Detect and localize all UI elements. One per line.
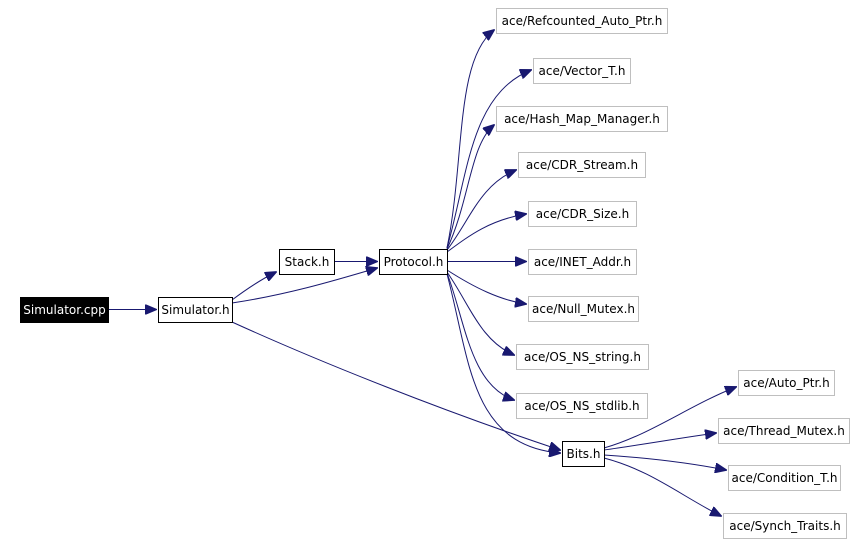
edge-protocol_h-to-osstdlib — [446, 272, 514, 400]
node-box — [528, 201, 637, 227]
node-osstring: ace/OS_NS_string.h — [516, 344, 649, 370]
node-bits-h[interactable]: Bits.h — [562, 441, 605, 467]
node-stack-h[interactable]: Stack.h — [279, 249, 335, 275]
node-label: ace/CDR_Size.h — [536, 207, 629, 221]
edge-bits_h-to-autoptr — [603, 387, 736, 449]
node-box — [516, 344, 649, 370]
edge-simulator_h-to-stack_h — [231, 272, 276, 301]
node-box — [379, 249, 448, 275]
node-box — [528, 296, 639, 322]
node-box — [533, 58, 631, 84]
node-box — [528, 249, 637, 275]
edge-bits_h-to-condition — [603, 454, 726, 470]
node-box — [738, 370, 835, 396]
node-label: Simulator.h — [161, 303, 229, 317]
node-box — [496, 8, 668, 34]
node-threadmutex: ace/Thread_Mutex.h — [718, 418, 850, 444]
node-box — [562, 441, 605, 467]
node-synch: ace/Synch_Traits.h — [723, 513, 847, 539]
node-label: ace/Auto_Ptr.h — [743, 376, 829, 390]
edge-protocol_h-to-hashmap — [446, 125, 494, 250]
node-label: ace/OS_NS_string.h — [524, 350, 641, 364]
edge-protocol_h-to-cdrstream — [446, 170, 516, 251]
node-label: ace/Condition_T.h — [732, 471, 838, 485]
edge-protocol_h-to-nullmutex — [446, 269, 526, 304]
node-refcounted: ace/Refcounted_Auto_Ptr.h — [496, 8, 668, 34]
edge-bits_h-to-synch — [603, 457, 721, 516]
node-simulator-cpp[interactable]: Simulator.cpp — [20, 297, 109, 323]
edge-bits_h-to-threadmutex — [603, 433, 716, 451]
nodes-layer: Simulator.cpp Simulator.h Stack.h Protocol.… — [20, 8, 850, 539]
node-nullmutex: ace/Null_Mutex.h — [528, 296, 639, 322]
node-label: ace/Null_Mutex.h — [532, 302, 635, 316]
node-inet: ace/INET_Addr.h — [528, 249, 637, 275]
node-box — [158, 297, 233, 323]
edge-simulator_h-to-bits_h — [231, 321, 560, 450]
node-label: Protocol.h — [384, 255, 444, 269]
node-label: ace/Refcounted_Auto_Ptr.h — [502, 14, 663, 28]
edge-simulator_h-to-protocol_h — [231, 268, 377, 304]
node-vector: ace/Vector_T.h — [533, 58, 631, 84]
node-label: ace/CDR_Stream.h — [526, 158, 638, 172]
node-condition: ace/Condition_T.h — [728, 465, 841, 491]
node-label: ace/Thread_Mutex.h — [723, 424, 845, 438]
node-box — [20, 297, 109, 323]
node-box — [279, 249, 335, 275]
node-box — [496, 106, 668, 132]
node-cdrsize: ace/CDR_Size.h — [528, 201, 637, 227]
node-box — [516, 393, 648, 419]
edge-protocol_h-to-bits_h — [446, 273, 560, 453]
node-box — [723, 513, 847, 539]
node-label: ace/Synch_Traits.h — [729, 519, 840, 533]
node-protocol-h[interactable]: Protocol.h — [379, 249, 448, 275]
node-autoptr: ace/Auto_Ptr.h — [738, 370, 835, 396]
node-label: Simulator.cpp — [23, 303, 105, 317]
edge-protocol_h-to-cdrsize — [446, 214, 526, 253]
node-box — [728, 465, 841, 491]
node-simulator-h[interactable]: Simulator.h — [158, 297, 233, 323]
node-label: ace/Vector_T.h — [539, 64, 626, 78]
node-box — [718, 418, 850, 444]
node-osstdlib: ace/OS_NS_stdlib.h — [516, 393, 648, 419]
node-cdrstream: ace/CDR_Stream.h — [518, 152, 646, 178]
node-label: ace/OS_NS_stdlib.h — [524, 399, 639, 413]
node-hashmap: ace/Hash_Map_Manager.h — [496, 106, 668, 132]
edge-protocol_h-to-osstring — [446, 271, 514, 355]
node-label: ace/INET_Addr.h — [534, 255, 631, 269]
node-label: ace/Hash_Map_Manager.h — [504, 112, 660, 126]
node-label: Stack.h — [285, 255, 330, 269]
node-label: Bits.h — [567, 447, 601, 461]
node-box — [518, 152, 646, 178]
edge-protocol_h-to-refcounted — [446, 30, 494, 249]
edges-layer — [108, 30, 736, 516]
edge-protocol_h-to-vector — [446, 70, 531, 249]
